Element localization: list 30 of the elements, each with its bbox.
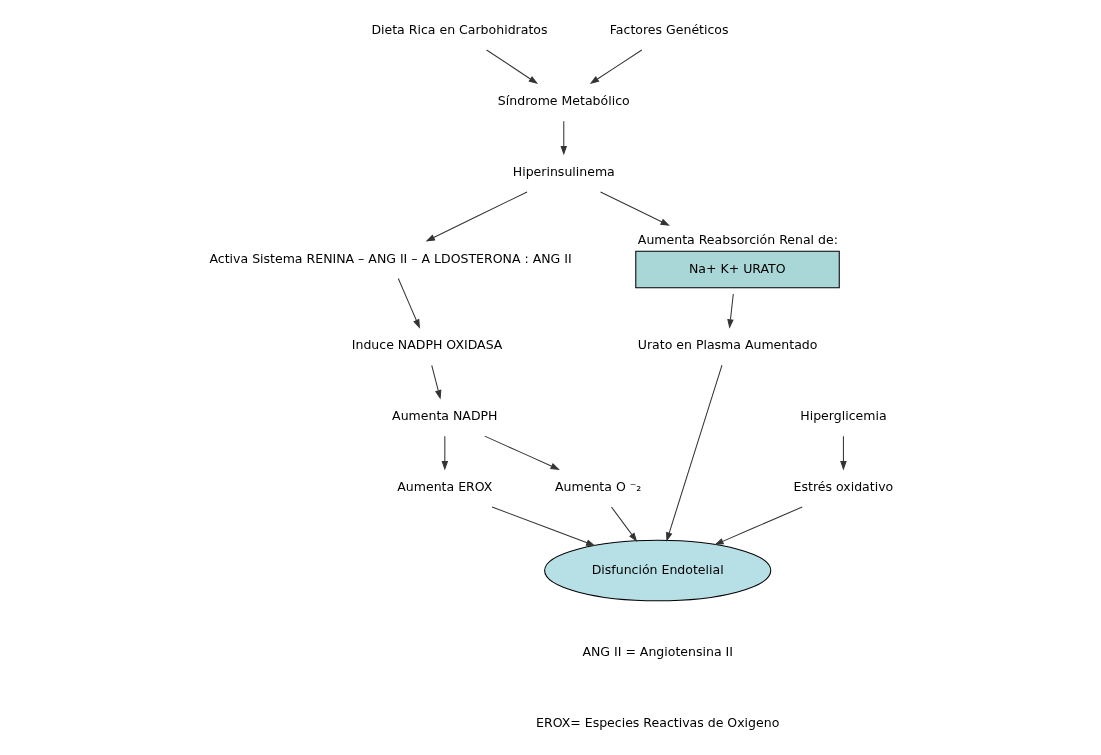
arrow (430, 364, 441, 400)
arrow (560, 120, 567, 156)
node-text: Aumenta NADPH (391, 408, 498, 424)
arrow (589, 49, 642, 84)
arrow (665, 364, 723, 542)
arrow (491, 506, 595, 547)
arrow (610, 506, 637, 542)
arrow (397, 278, 420, 329)
arrow (483, 435, 560, 470)
node-text: Aumenta EROX (396, 479, 492, 495)
node-label: Aumenta Reabsorción Renal de: (637, 231, 838, 247)
node-text: Estrés oxidativo (793, 479, 893, 495)
label: ANG II = Angiotensina II (581, 644, 733, 660)
node-text: Induce NADPH OXIDASA (351, 337, 502, 353)
label: EROX= Especies Reactivas de Oxigeno (535, 715, 779, 731)
node-text: Dieta Rica en Carbohidratos (370, 22, 547, 38)
node-text: Activa Sistema RENINA – ANG II – A LDOSTERONA : ANG II (208, 250, 572, 266)
arrow (713, 506, 803, 546)
arrow (839, 435, 847, 471)
arrow (726, 293, 734, 329)
node-text: Hiperglicemia (799, 408, 887, 424)
node-text: Factores Genéticos (609, 22, 729, 38)
arrow (425, 191, 528, 242)
arrow (485, 49, 538, 85)
node-text: Hiperinsulinema (512, 164, 615, 180)
arrow (599, 191, 670, 226)
arrow (441, 435, 448, 471)
node-text: Urato en Plasma Aumentado (637, 337, 817, 353)
node-text: Síndrome Metabólico (497, 93, 630, 109)
node-text: Aumenta O ⁻₂ (554, 479, 641, 495)
